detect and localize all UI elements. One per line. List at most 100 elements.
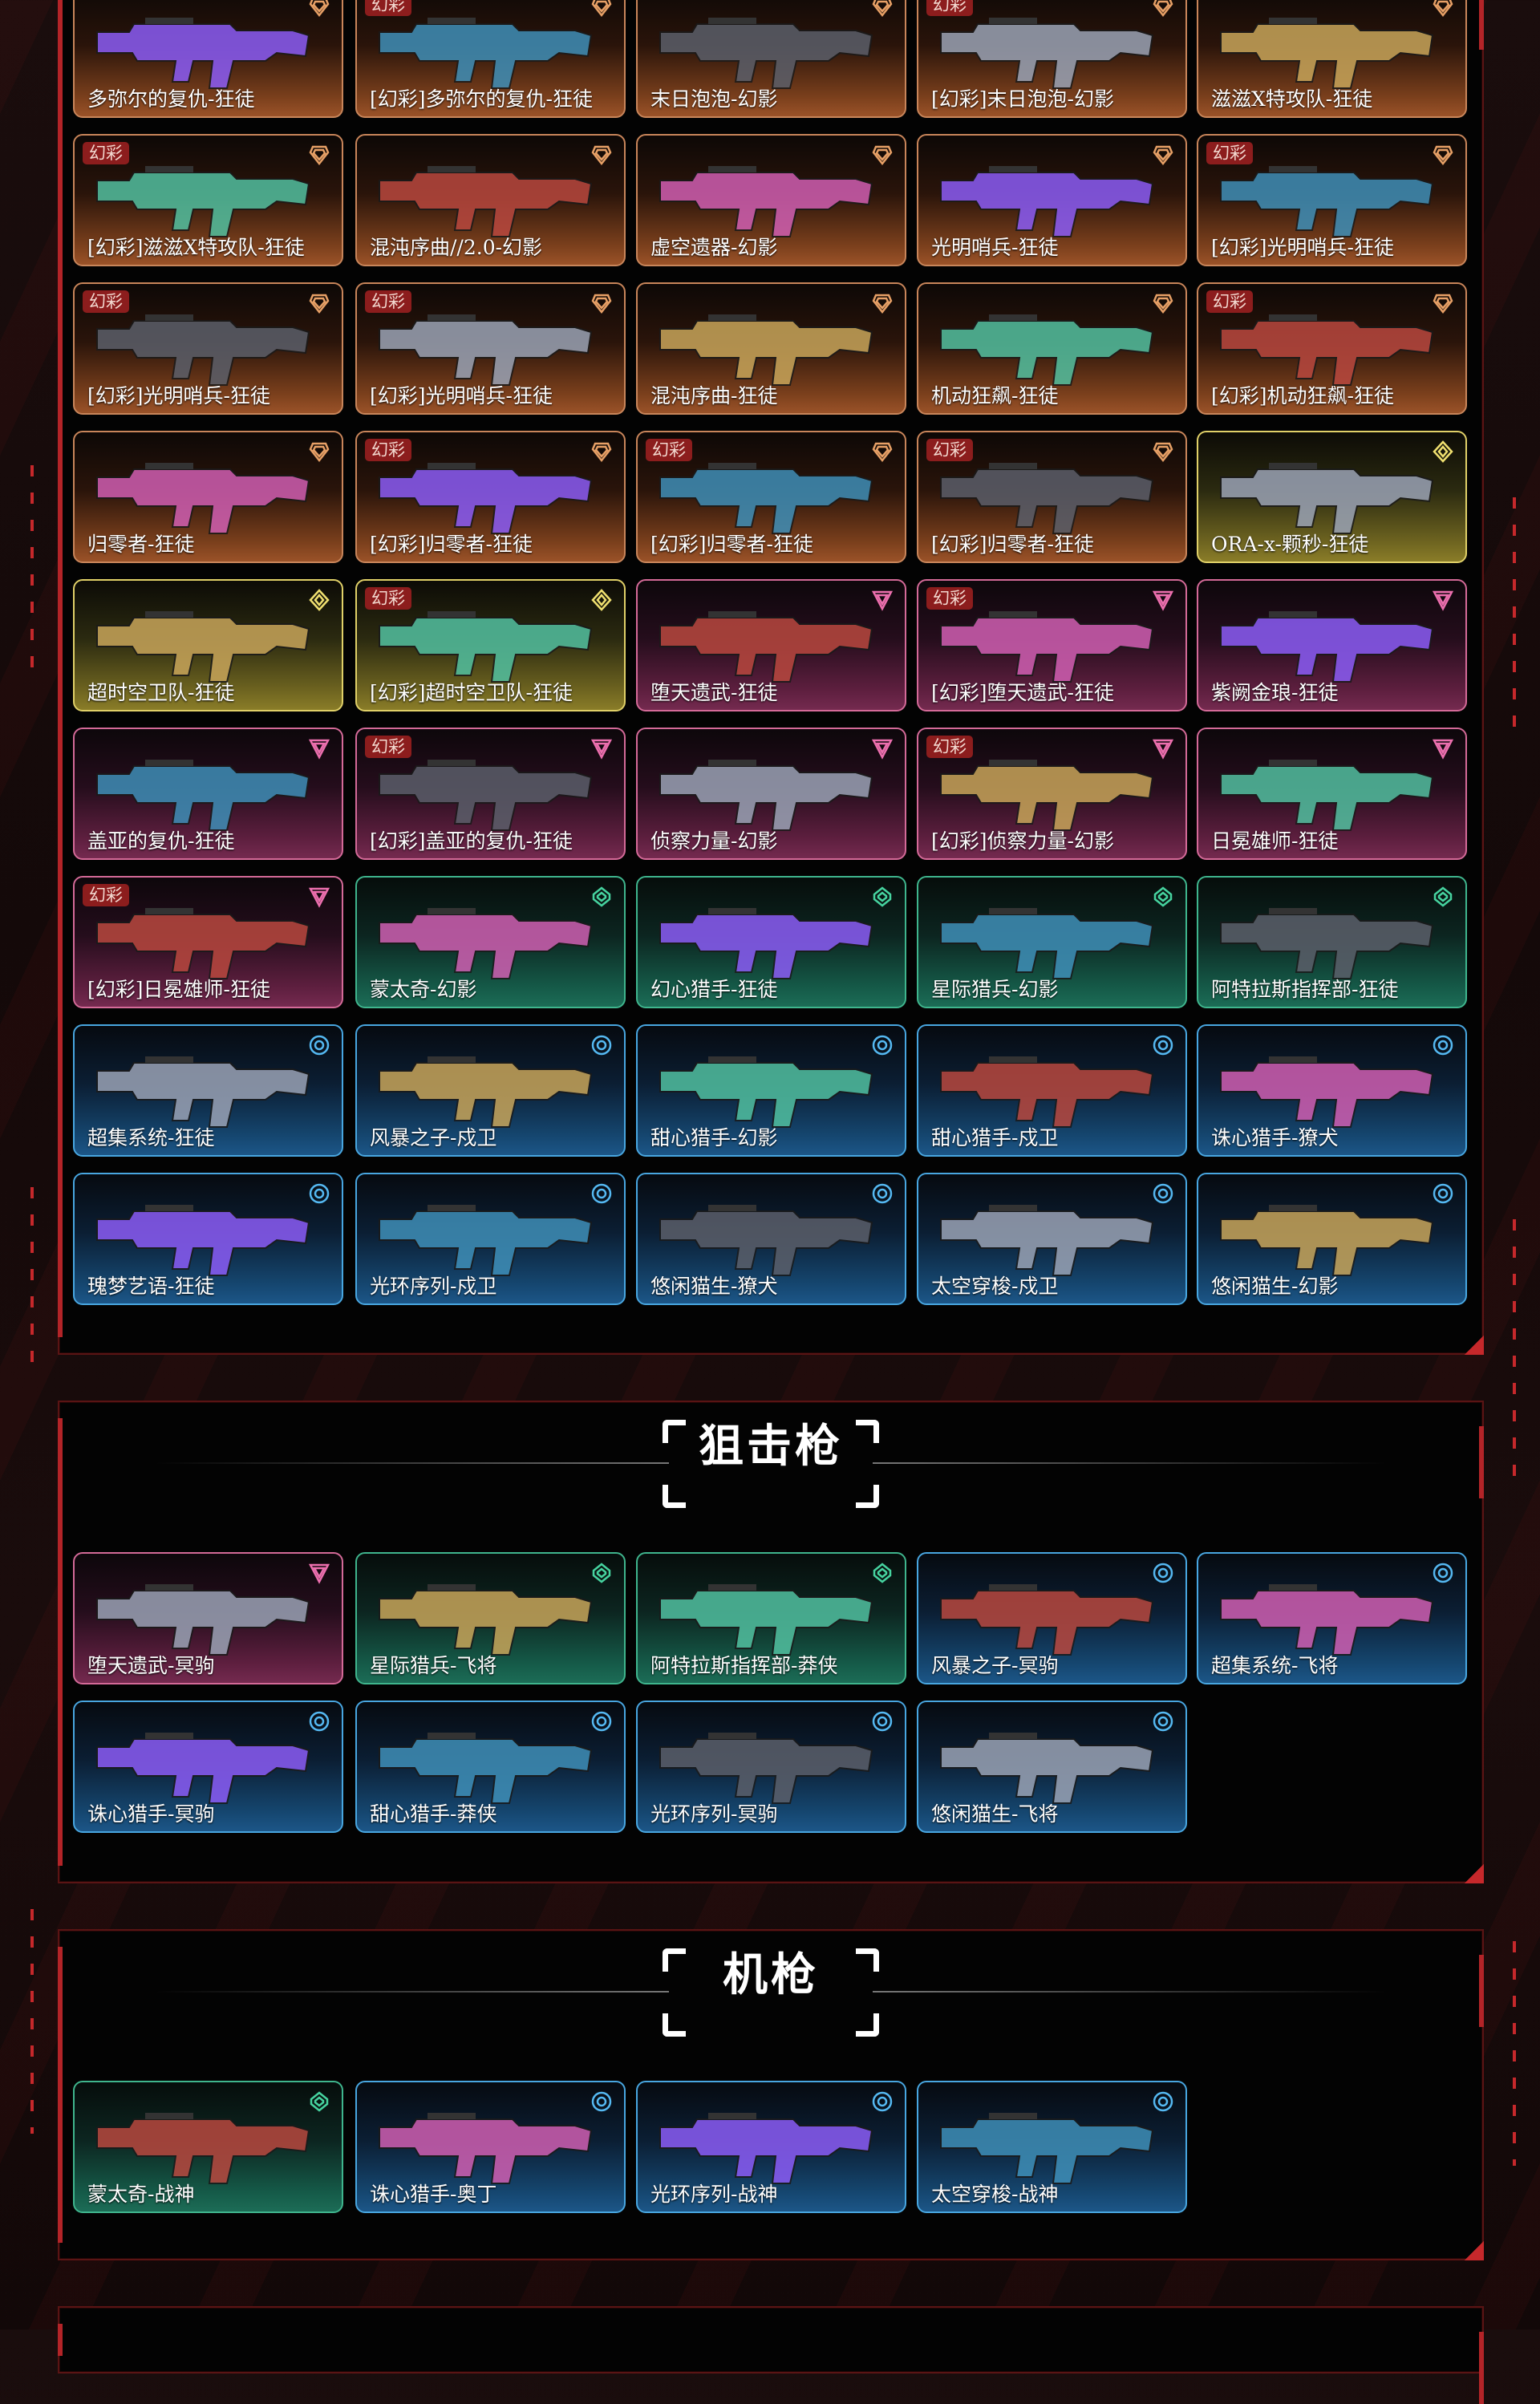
circle-tier-icon [591,1035,612,1056]
skin-name: 悠闲猫生-獠犬 [650,1275,778,1298]
weapon-image [379,2113,593,2184]
weapon-image [940,1056,1154,1128]
weapon-image [379,314,593,386]
skin-name: 多弥尔的复仇-狂徒 [87,87,255,111]
skin-card[interactable]: 紫阙金琅-狂徒 [1197,579,1467,711]
prism-badge: 幻彩 [926,587,973,610]
skin-card[interactable]: 幻彩[幻彩]滋滋X特攻队-狂徒 [73,134,343,266]
skin-card[interactable]: 幻彩[幻彩]归零者-狂徒 [917,431,1187,563]
skin-name: 超集系统-狂徒 [87,1126,215,1149]
weapon-image [940,463,1154,534]
skin-card[interactable]: 甜心猎手-幻影 [636,1024,906,1157]
skin-card[interactable]: 混沌序曲-狂徒 [636,282,906,415]
skin-card[interactable]: 阿特拉斯指挥部-莽侠 [636,1552,906,1684]
skin-card[interactable]: 悠闲猫生-幻影 [1197,1173,1467,1305]
skin-name: [幻彩]侦察力量-幻影 [931,829,1114,853]
skin-name: 甜心猎手-莽侠 [370,1802,497,1826]
pentagon-tier-icon [1153,145,1173,166]
skin-card[interactable]: ORA-x-颗秒-狂徒 [1197,431,1467,563]
hexagon-tier-icon [873,1563,892,1583]
skin-card[interactable]: 蒙太奇-幻影 [355,876,626,1008]
skin-card[interactable]: 幻彩[幻彩]盖亚的复仇-狂徒 [355,728,626,860]
triangle-tier-icon [590,739,613,760]
circle-tier-icon [872,1035,893,1056]
skin-card[interactable]: 光环序列-戍卫 [355,1173,626,1305]
skin-card[interactable]: 风暴之子-冥驹 [917,1552,1187,1684]
skin-card[interactable]: 光环序列-战神 [636,2081,906,2213]
skin-name: 机动狂飙-狂徒 [931,384,1059,407]
skin-card[interactable]: 风暴之子-戍卫 [355,1024,626,1157]
skin-card[interactable]: 幻心猎手-狂徒 [636,876,906,1008]
prism-badge: 幻彩 [365,0,411,16]
diamond-tier-icon [591,589,612,611]
pentagon-tier-icon [872,442,893,463]
weapon-image [96,1733,310,1804]
skin-card[interactable]: 侦察力量-幻影 [636,728,906,860]
skin-name: [幻彩]机动狂飙-狂徒 [1211,384,1394,407]
skin-card[interactable]: 超时空卫队-狂徒 [73,579,343,711]
skin-card[interactable]: 幻彩[幻彩]堕天遗武-狂徒 [917,579,1187,711]
skin-card[interactable]: 悠闲猫生-獠犬 [636,1173,906,1305]
skin-card[interactable]: 阿特拉斯指挥部-狂徒 [1197,876,1467,1008]
skin-card[interactable]: 诛心猎手-奥丁 [355,2081,626,2213]
circle-tier-icon [591,2091,612,2112]
skin-card[interactable]: 滋滋X特攻队-狂徒 [1197,0,1467,118]
weapon-image [1220,760,1434,831]
skin-name: 侦察力量-幻影 [650,829,778,853]
skin-card[interactable]: 幻彩[幻彩]光明哨兵-狂徒 [73,282,343,415]
skin-card[interactable]: 幻彩[幻彩]光明哨兵-狂徒 [1197,134,1467,266]
skin-card[interactable]: 诛心猎手-獠犬 [1197,1024,1467,1157]
skin-card[interactable]: 星际猎兵-飞将 [355,1552,626,1684]
skin-card[interactable]: 幻彩[幻彩]日冕雄师-狂徒 [73,876,343,1008]
skin-name: 阿特拉斯指挥部-狂徒 [1211,978,1399,1001]
skin-name: 太空穿梭-戍卫 [931,1275,1059,1298]
skin-card[interactable]: 超集系统-狂徒 [73,1024,343,1157]
skin-card[interactable]: 幻彩[幻彩]机动狂飙-狂徒 [1197,282,1467,415]
skin-card[interactable]: 机动狂飙-狂徒 [917,282,1187,415]
hexagon-tier-icon [592,886,611,907]
skin-card[interactable]: 幻彩[幻彩]归零者-狂徒 [355,431,626,563]
skin-name: 风暴之子-戍卫 [370,1126,497,1149]
skin-card[interactable]: 太空穿梭-战神 [917,2081,1187,2213]
skin-card[interactable]: 幻彩[幻彩]多弥尔的复仇-狂徒 [355,0,626,118]
skin-name: [幻彩]归零者-狂徒 [650,533,813,556]
skin-name: [幻彩]末日泡泡-幻影 [931,87,1114,111]
skin-card[interactable]: 幻彩[幻彩]超时空卫队-狂徒 [355,579,626,711]
skin-card[interactable]: 蒙太奇-战神 [73,2081,343,2213]
skin-name: 盖亚的复仇-狂徒 [87,829,235,853]
skin-card[interactable]: 虚空遗器-幻影 [636,134,906,266]
skin-card[interactable]: 甜心猎手-莽侠 [355,1701,626,1833]
skin-name: 光环序列-冥驹 [650,1802,778,1826]
skin-card[interactable]: 光明哨兵-狂徒 [917,134,1187,266]
weapon-image [659,18,873,89]
weapon-image [659,760,873,831]
skin-card[interactable]: 盖亚的复仇-狂徒 [73,728,343,860]
skin-card[interactable]: 光环序列-冥驹 [636,1701,906,1833]
skin-card[interactable]: 日冕雄师-狂徒 [1197,728,1467,860]
skin-card[interactable]: 堕天遗武-冥驹 [73,1552,343,1684]
skin-card[interactable]: 幻彩[幻彩]末日泡泡-幻影 [917,0,1187,118]
skin-card[interactable]: 幻彩[幻彩]归零者-狂徒 [636,431,906,563]
skin-name: 甜心猎手-幻影 [650,1126,778,1149]
left-frame-dash [30,1187,34,1364]
skin-card[interactable]: 诛心猎手-冥驹 [73,1701,343,1833]
skin-card[interactable]: 堕天遗武-狂徒 [636,579,906,711]
circle-tier-icon [1153,1711,1173,1732]
skin-card[interactable]: 悠闲猫生-飞将 [917,1701,1187,1833]
skin-name: 紫阙金琅-狂徒 [1211,681,1339,704]
skin-card[interactable]: 星际猎兵-幻影 [917,876,1187,1008]
weapon-image [659,1733,873,1804]
weapon-image [379,1056,593,1128]
skin-card[interactable]: 混沌序曲//2.0-幻影 [355,134,626,266]
skin-card[interactable]: 末日泡泡-幻影 [636,0,906,118]
skin-card[interactable]: 幻彩[幻彩]侦察力量-幻影 [917,728,1187,860]
skin-card[interactable]: 甜心猎手-戍卫 [917,1024,1187,1157]
skin-card[interactable]: 太空穿梭-戍卫 [917,1173,1187,1305]
skin-card[interactable]: 多弥尔的复仇-狂徒 [73,0,343,118]
skin-card[interactable]: 归零者-狂徒 [73,431,343,563]
skin-card[interactable]: 瑰梦艺语-狂徒 [73,1173,343,1305]
weapon-image [940,18,1154,89]
prism-badge: 幻彩 [365,290,411,313]
skin-card[interactable]: 幻彩[幻彩]光明哨兵-狂徒 [355,282,626,415]
skin-card[interactable]: 超集系统-飞将 [1197,1552,1467,1684]
